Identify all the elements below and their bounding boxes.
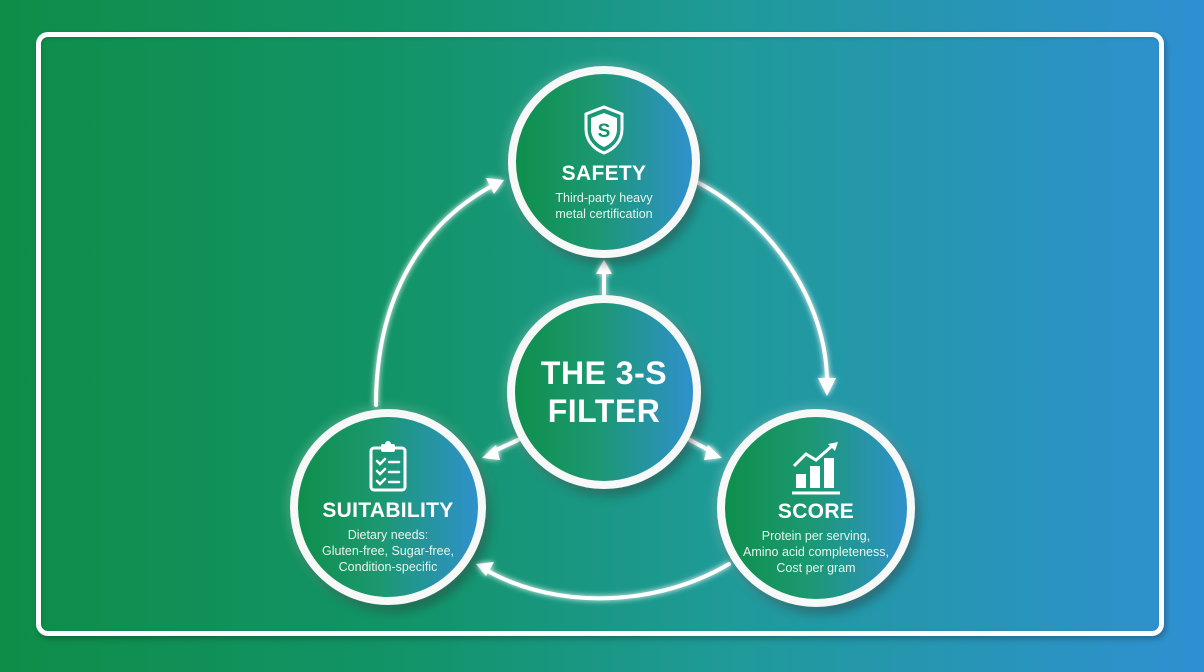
node-description: Protein per serving, Amino acid complete…	[743, 529, 889, 575]
node-title: SUITABILITY	[322, 499, 454, 522]
node-suitability: SUITABILITY Dietary needs: Gluten-free, …	[290, 409, 486, 605]
node-title: SCORE	[777, 500, 855, 523]
node-center-3s-filter: THE 3-S FILTER	[507, 295, 701, 489]
node-description: Third-party heavy metal certification	[555, 191, 653, 221]
center-title: THE 3-S FILTER	[540, 355, 668, 429]
node-title: SAFETY	[561, 162, 647, 185]
arrow-suitability-to-safety	[374, 184, 494, 407]
arrow-score-to-suitability	[484, 562, 731, 601]
svg-text:S: S	[598, 121, 611, 142]
diagram-frame	[36, 32, 1164, 636]
clipboard-checklist-icon	[369, 441, 407, 492]
shield-s-icon: S	[584, 105, 624, 155]
bar-chart-trend-icon	[792, 442, 840, 495]
node-description: Dietary needs: Gluten-free, Sugar-free, …	[321, 528, 454, 574]
arrow-safety-to-score	[695, 180, 829, 382]
node-safety: S SAFETY Third-party heavy metal certifi…	[508, 66, 700, 258]
node-score: SCORE Protein per serving, Amino acid co…	[717, 409, 915, 607]
